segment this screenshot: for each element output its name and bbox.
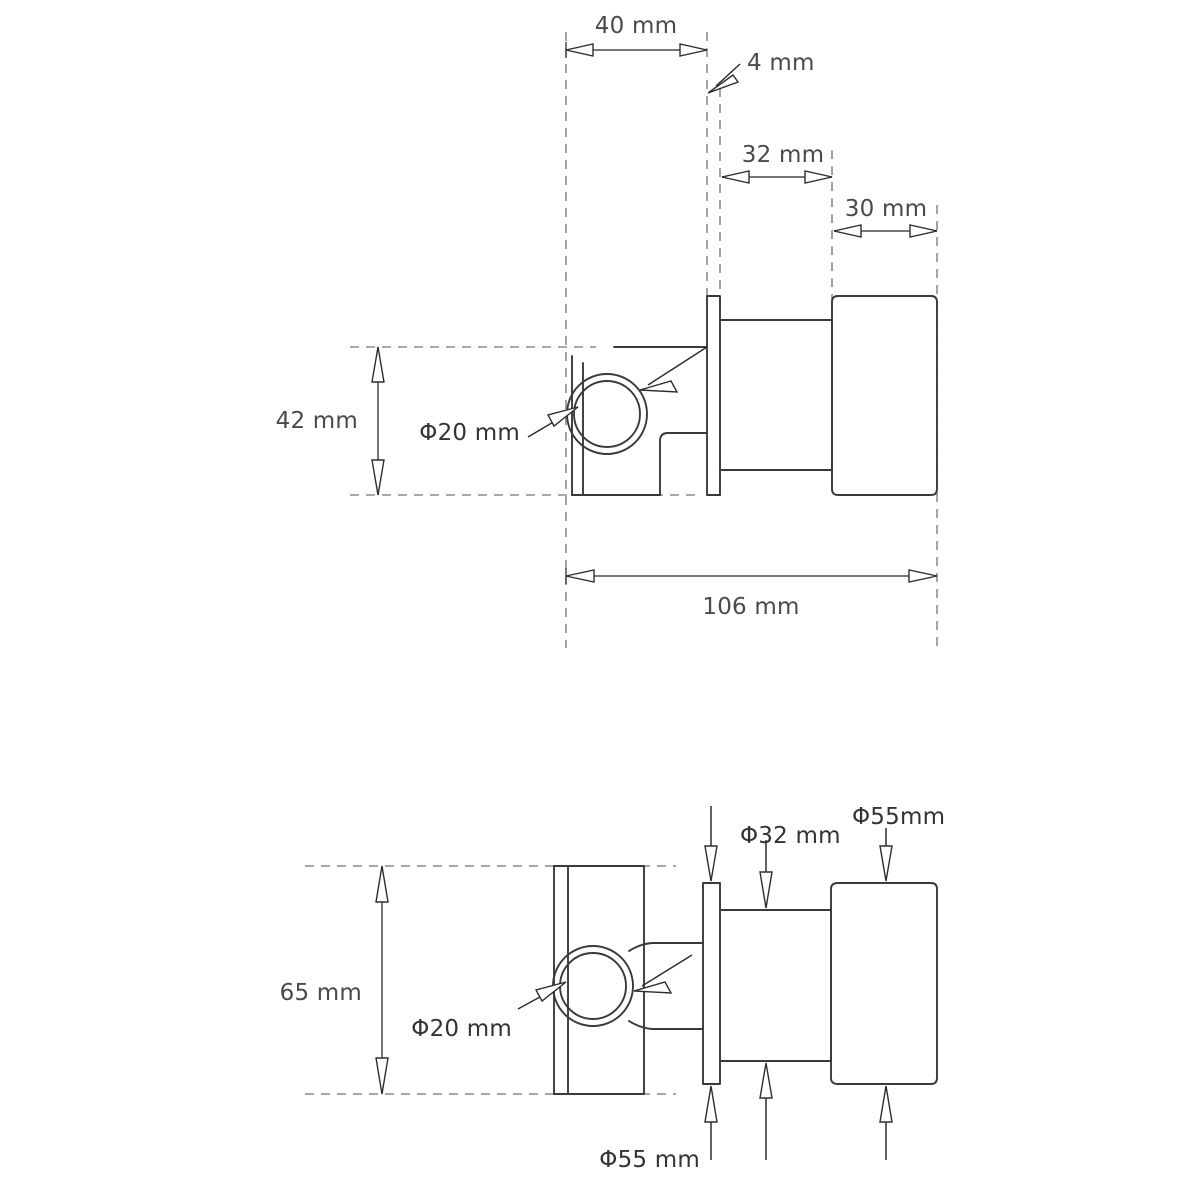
bottom-view-group: 65 mm Φ20 mm Φ55 mm Φ32 mm: [280, 804, 945, 1173]
dim-4-label: 4 mm: [747, 50, 815, 76]
phi20-bottom-arrow-upper: [633, 981, 673, 994]
dimension-phi32-barrel: Φ32 mm: [740, 823, 841, 1160]
dimension-40mm: 40 mm: [565, 13, 708, 58]
bottom-view-body-outline: [552, 865, 938, 1095]
phi55-cap-arrow-top: [879, 845, 893, 882]
phi55-cap-label: Φ55mm: [852, 804, 945, 830]
dimension-phi20-top: Φ20 mm: [419, 346, 708, 446]
dim-42-label: 42 mm: [276, 408, 358, 434]
dimension-4mm: 4 mm: [707, 50, 815, 94]
end-cap-rounded-body: [831, 295, 938, 496]
bottom-flange-plate: [702, 882, 721, 1085]
top-view-extension-lines: [350, 32, 938, 648]
flange-plate: [706, 295, 721, 496]
bottom-boss-inner-circle: [559, 952, 627, 1020]
phi20-top-arrow-upper: [639, 380, 679, 393]
dim-42-top-arrow: [371, 346, 385, 383]
dim-40-left-arrow: [565, 43, 594, 57]
phi20-top-label: Φ20 mm: [419, 420, 520, 446]
dimension-30mm: 30 mm: [833, 196, 938, 238]
dim-4-leader-line: [715, 63, 741, 87]
phi20-bottom-label: Φ20 mm: [411, 1016, 512, 1042]
dim-65-label: 65 mm: [280, 980, 362, 1006]
top-view-group: 40 mm 4 mm 32 mm 30 mm 42 mm: [276, 13, 938, 648]
barrel-lower-transition: [628, 1020, 704, 1030]
phi55-cap-arrow-bottom: [879, 1085, 893, 1123]
phi55-flange-arrow-bottom: [704, 1085, 718, 1123]
dimension-42mm: 42 mm: [276, 346, 385, 496]
phi20-top-arrow-lower: [546, 406, 579, 428]
dim-4-arrow: [707, 74, 740, 94]
barrel-upper-transition: [628, 942, 704, 952]
dim-65-top-arrow: [375, 865, 389, 903]
bottom-boss-outer-circle: [552, 945, 634, 1027]
phi55-flange-label: Φ55 mm: [599, 1147, 700, 1173]
top-view-body-outline: [566, 295, 938, 496]
dimension-106mm: 106 mm: [565, 568, 938, 620]
dim-32-right-arrow: [804, 170, 833, 184]
phi32-arrow-bottom: [759, 1062, 773, 1099]
dimension-phi55-cap: Φ55mm: [852, 804, 945, 1160]
dim-32-left-arrow: [721, 170, 750, 184]
dim-42-bottom-arrow: [371, 459, 385, 496]
dim-30-left-arrow: [833, 224, 862, 238]
phi32-arrow-top: [759, 871, 773, 909]
dim-40-label: 40 mm: [595, 13, 677, 39]
dim-30-label: 30 mm: [845, 196, 927, 222]
dim-65-bottom-arrow: [375, 1057, 389, 1095]
lower-body-step-profile: [659, 432, 708, 496]
dimension-phi20-bottom: Φ20 mm: [411, 954, 693, 1042]
dim-106-label: 106 mm: [702, 594, 799, 620]
dim-106-right-arrow: [908, 569, 938, 583]
dim-32-label: 32 mm: [742, 142, 824, 168]
dim-106-left-arrow: [565, 569, 595, 583]
phi20-bottom-leader-upper: [641, 954, 693, 987]
dimension-phi55-flange: Φ55 mm: [599, 806, 718, 1173]
boss-inner-circle: [573, 380, 641, 448]
boss-outer-circle: [566, 373, 648, 455]
phi20-bottom-arrow-lower: [534, 981, 567, 1003]
phi32-label: Φ32 mm: [740, 823, 841, 849]
dim-30-right-arrow: [909, 224, 938, 238]
bottom-end-cap-rounded-body: [830, 882, 938, 1085]
dimension-32mm: 32 mm: [721, 142, 833, 184]
dim-40-right-arrow: [679, 43, 708, 57]
dimension-65mm: 65 mm: [280, 865, 389, 1095]
phi55-flange-arrow-top: [704, 845, 718, 882]
phi20-top-leader-upper: [647, 346, 708, 386]
